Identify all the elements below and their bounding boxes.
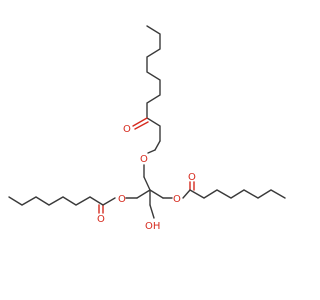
top-ester-oxygen-label: O (140, 154, 148, 165)
left-alkyl-chain (8, 196, 104, 206)
top-alkyl-chain (146, 25, 161, 142)
right-carbonyl-bond (189, 181, 195, 191)
top-ester-bond (147, 140, 161, 154)
top-carbonyl-bond (132, 117, 149, 130)
right-ester-oxygen-label: O (173, 194, 181, 205)
structure-canvas: O O O O O O OH (8, 25, 286, 232)
top-ch2-to-quaternary (143, 176, 151, 191)
right-ester-c-bond (182, 189, 191, 199)
molecule-diagram: O O O O O O OH (8, 25, 286, 232)
left-ch2-bond (136, 189, 151, 199)
right-carbonyl-oxygen-label: O (188, 172, 196, 183)
hydroxyl-label: OH (145, 221, 160, 232)
hydroxymethyl-ch2-bond (149, 204, 155, 219)
left-carbonyl-bond (98, 204, 104, 214)
right-ch2-bond (149, 189, 164, 199)
right-alkyl-chain (189, 189, 286, 199)
left-ester-oxygen-label: O (118, 194, 126, 205)
left-ester-c-bond (102, 197, 116, 206)
top-carbonyl-oxygen-label: O (123, 124, 131, 135)
left-carbonyl-oxygen-label: O (97, 214, 105, 225)
